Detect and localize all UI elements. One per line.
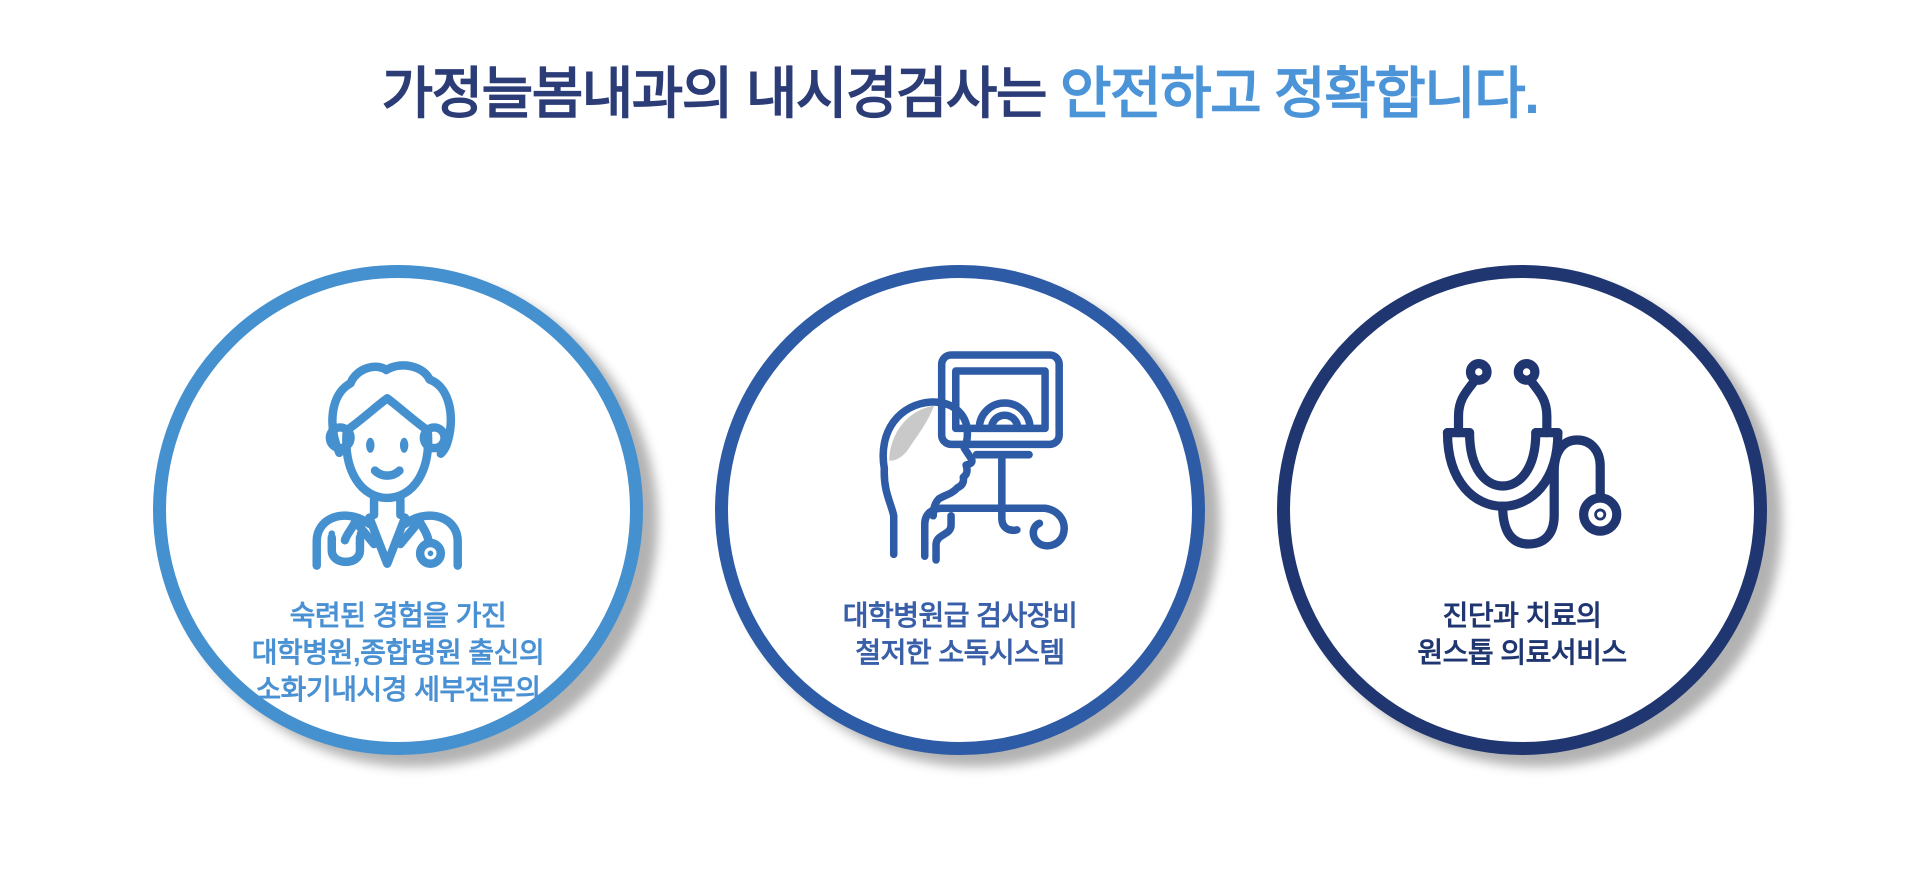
feature-circle-onestop: 진단과 치료의 원스톱 의료서비스 — [1277, 265, 1767, 755]
section-title: 가정늘봄내과의 내시경검사는 안전하고 정확합니다. — [0, 58, 1920, 130]
feature-text-line: 대학병원급 검사장비 — [842, 600, 1078, 631]
feature-circle-equipment: 대학병원급 검사장비 철저한 소독시스템 — [715, 265, 1205, 755]
feature-text-line: 숙련된 경험을 가진 — [289, 600, 507, 631]
feature-text-equipment: 대학병원급 검사장비 철저한 소독시스템 — [843, 597, 1078, 671]
doctor-icon — [281, 334, 516, 581]
feature-circle-specialist: 숙련된 경험을 가진 대학병원,종합병원 출신의 소화기내시경 세부전문의 — [153, 265, 643, 755]
section-title-normal: 가정늘봄내과의 내시경검사는 — [381, 62, 1061, 125]
feature-text-onestop: 진단과 치료의 원스톱 의료서비스 — [1417, 597, 1627, 671]
feature-text-line: 소화기내시경 세부전문의 — [255, 674, 541, 705]
feature-text-line: 원스톱 의료서비스 — [1417, 637, 1627, 668]
endoscopy-monitor-icon — [840, 334, 1080, 581]
feature-text-specialist: 숙련된 경험을 가진 대학병원,종합병원 출신의 소화기내시경 세부전문의 — [251, 597, 545, 708]
feature-text-line: 진단과 치료의 — [1442, 600, 1602, 631]
stethoscope-icon — [1407, 334, 1637, 581]
feature-text-line: 대학병원,종합병원 출신의 — [251, 637, 545, 668]
feature-circles-row: 숙련된 경험을 가진 대학병원,종합병원 출신의 소화기내시경 세부전문의 — [0, 265, 1920, 755]
section-title-accent: 안전하고 정확합니다. — [1060, 62, 1540, 125]
feature-text-line: 철저한 소독시스템 — [855, 637, 1065, 668]
